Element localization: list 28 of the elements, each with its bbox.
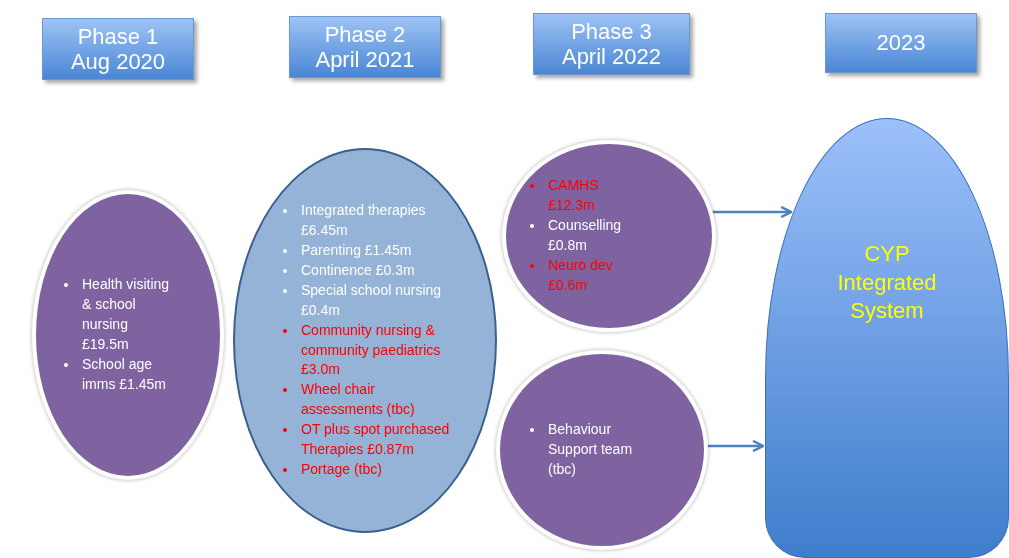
- phase-label: April 2021: [315, 47, 415, 73]
- bullet-item: CAMHS £12.3m: [524, 176, 624, 217]
- bullet-item: Behaviour Support team (tbc): [524, 420, 634, 480]
- phase-box: [289, 16, 441, 78]
- phase-label: Aug 2020: [70, 49, 166, 75]
- bullet-item: Community nursing & community paediatrics £3.0m: [277, 320, 453, 381]
- bullet-item: Integrated therapies £6.45m: [277, 201, 453, 242]
- phase-label: Phase 2: [324, 21, 406, 47]
- center-label: CYP Integrated System: [836, 240, 938, 326]
- bullet-item: Parenting £1.45m: [277, 241, 453, 261]
- bullet-item: Portage (tbc): [277, 459, 453, 480]
- bullet-item: Special school nursing £0.4m: [277, 280, 453, 321]
- bullet-item: Wheel chair assessments (tbc): [277, 380, 453, 420]
- phase-label: Phase 1: [77, 23, 159, 49]
- phase-box: [42, 18, 194, 80]
- bullet-item: OT plus spot purchased Therapies £0.87m: [277, 420, 453, 460]
- phase-label: Phase 3: [571, 18, 652, 44]
- phase-label: April 2022: [561, 44, 662, 70]
- bullet-item: Continence £0.3m: [277, 261, 453, 281]
- phase-box: [533, 13, 690, 75]
- phase-box: [825, 13, 977, 73]
- bullet-item: Counselling £0.8m: [524, 216, 624, 256]
- bullet-item: Neuro dev £0.6m: [524, 255, 624, 296]
- bullet-item: School age imms £1.45m: [58, 354, 170, 395]
- arrow: [712, 205, 793, 219]
- phase-label: 2023: [876, 30, 926, 56]
- arrow: [707, 439, 765, 453]
- bullet-item: Health visiting & school nursing £19.5m: [58, 275, 170, 355]
